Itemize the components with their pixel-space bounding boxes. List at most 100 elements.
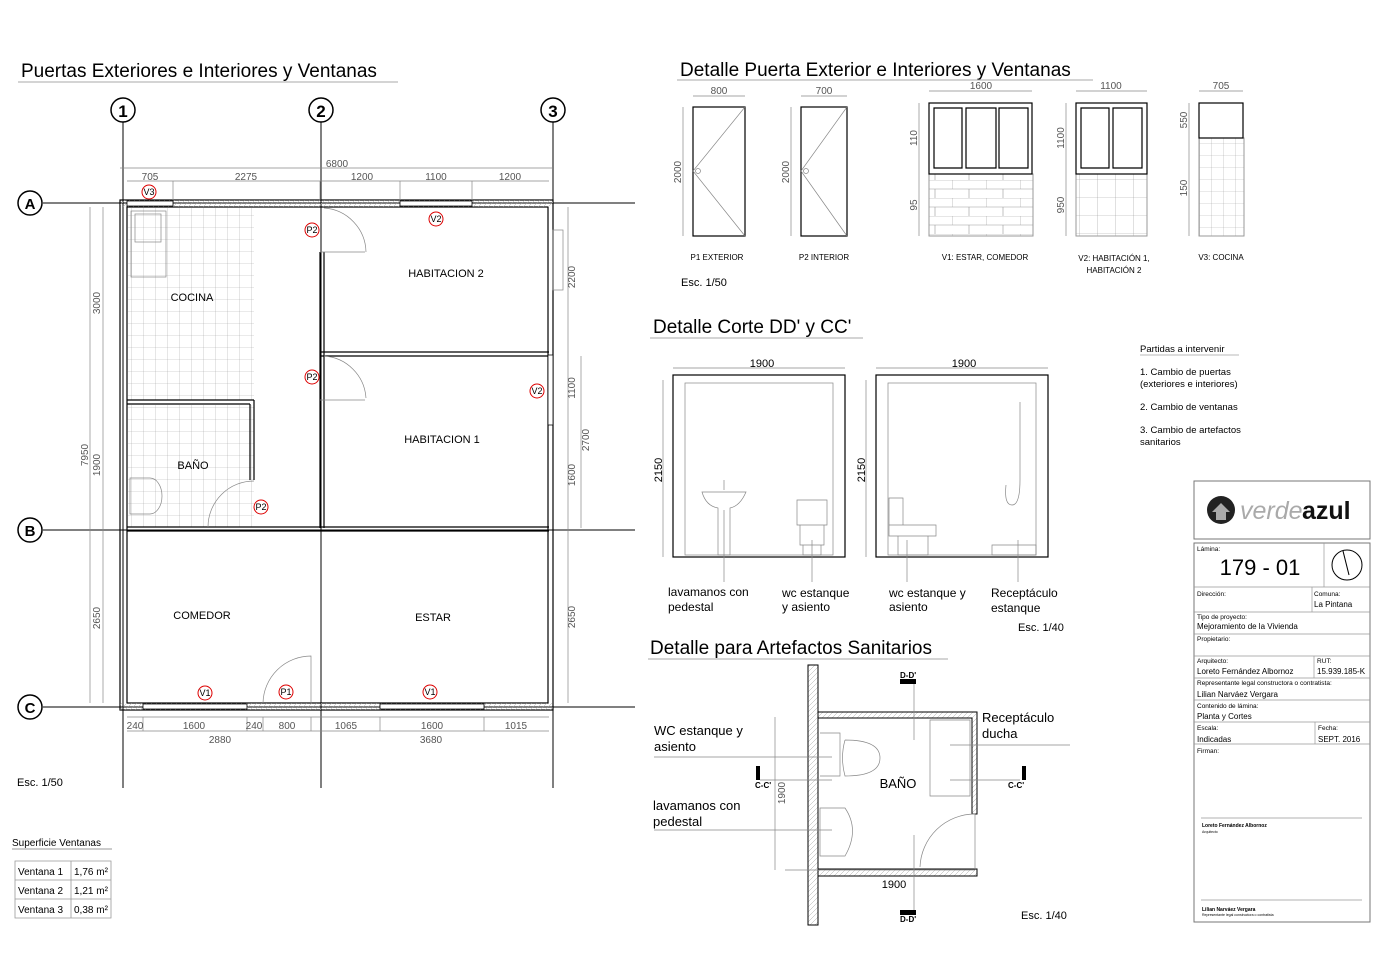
table-cell: 1,76 m² <box>74 867 109 878</box>
dim-right: 1600 <box>567 463 578 486</box>
dim-right: 2650 <box>567 605 578 628</box>
section-detail: Detalle Corte DD' y CC' 1900 1900 2150 2… <box>650 317 1064 634</box>
logo-text: verde <box>1240 497 1303 525</box>
dim-left: 7950 <box>80 443 91 466</box>
cut-label: D-D' <box>900 671 916 680</box>
sanitary-label: pedestal <box>653 814 702 829</box>
detail-height: 2000 <box>781 160 792 183</box>
room-label-bano: BAÑO <box>177 459 209 472</box>
tag: P2 <box>306 225 317 235</box>
sanitary-detail: Detalle para Artefactos Sanitarios D-D' … <box>648 638 1070 926</box>
partidas-line: sanitarios <box>1140 437 1181 448</box>
sanitary-room-label: BAÑO <box>880 776 917 791</box>
detail-width: 705 <box>1213 81 1230 92</box>
dim-bottom: 3680 <box>420 735 443 746</box>
room-label-cocina: COCINA <box>171 292 214 304</box>
tb-value: SEPT. 2016 <box>1318 735 1361 744</box>
tb-value: Lilian Narváez Vergara <box>1197 690 1278 699</box>
dim-bottom: 800 <box>279 721 296 732</box>
superficie-ventanas-table: Superficie Ventanas Ventana 1 1,76 m² Ve… <box>12 838 112 919</box>
section-label: estanque <box>991 601 1041 615</box>
dim-bottom: 1015 <box>505 721 528 732</box>
dim-top: 1200 <box>351 172 374 183</box>
tag: V1 <box>199 688 210 698</box>
sanitary-dim: 1900 <box>882 879 906 891</box>
tb-label: Contenido de lámina: <box>1197 703 1259 710</box>
grid-axes: 1 2 3 A B C <box>17 97 635 788</box>
detail-height: 2000 <box>673 160 684 183</box>
signature-role: Arquitecto <box>1202 830 1218 834</box>
room-label-estar: ESTAR <box>415 612 451 624</box>
axis-label: A <box>25 196 36 213</box>
tb-label: Escala: <box>1197 725 1219 732</box>
tb-label: Tipo de proyecto: <box>1197 614 1247 621</box>
table-cell: Ventana 2 <box>18 886 63 897</box>
dim-top: 2275 <box>235 172 258 183</box>
partidas-line: 2. Cambio de ventanas <box>1140 402 1238 413</box>
detail-height: 550 <box>1179 111 1190 128</box>
detail-width: 1600 <box>970 81 993 92</box>
room-label-habitacion-2: HABITACION 2 <box>408 268 484 280</box>
axis-label: C <box>25 700 36 717</box>
cut-label: C-C' <box>1008 781 1024 790</box>
tb-label: Comuna: <box>1314 591 1341 598</box>
detail-height: 95 <box>909 199 920 211</box>
table-cell: 1,21 m² <box>74 886 109 897</box>
floor-plan: Puertas Exteriores e Interiores y Ventan… <box>17 61 635 789</box>
dim-left: 3000 <box>92 291 103 314</box>
tb-label: Representante legal constructora o contr… <box>1197 680 1332 687</box>
section-label: wc estanque y <box>888 586 966 600</box>
dim-bottom: 1600 <box>183 721 206 732</box>
tag: P1 <box>280 687 291 697</box>
tb-value: Planta y Cortes <box>1197 712 1252 721</box>
logo-text: azul <box>1302 497 1351 525</box>
section-scale: Esc. 1/40 <box>1018 622 1064 634</box>
details-scale: Esc. 1/50 <box>681 277 727 289</box>
section-label: Receptáculo <box>991 586 1058 600</box>
sanitary-label: asiento <box>654 739 696 754</box>
sanitary-label: WC estanque y <box>654 723 743 738</box>
signature-name: Lilian Narváez Vergara <box>1202 907 1256 913</box>
dim-top: 1200 <box>499 172 522 183</box>
detail-width: 800 <box>711 86 728 97</box>
tb-label: Dirección: <box>1197 591 1226 598</box>
tb-label: Propietario: <box>1197 636 1230 643</box>
sanitary-label: lavamanos con <box>653 798 740 813</box>
table-cell: Ventana 1 <box>18 867 63 878</box>
dim-bottom: 2880 <box>209 735 232 746</box>
section-label: pedestal <box>668 600 713 614</box>
detail-height: 110 <box>909 130 920 146</box>
table-title: Superficie Ventanas <box>12 838 101 849</box>
plan-scale: Esc. 1/50 <box>17 777 63 789</box>
tag: P2 <box>306 372 317 382</box>
tb-label: RUT: <box>1317 658 1332 665</box>
section-label: lavamanos con <box>668 585 749 599</box>
dim-left: 1900 <box>92 453 103 476</box>
detail-label: HABITACIÓN 2 <box>1087 266 1143 275</box>
tb-value: Indicadas <box>1197 735 1231 744</box>
partidas-notes: Partidas a intervenir 1. Cambio de puert… <box>1140 344 1241 448</box>
section-width: 1900 <box>952 358 976 370</box>
verdeazul-logo-icon <box>1207 496 1235 524</box>
sanitary-dim: 1900 <box>777 781 788 804</box>
cut-label: C-C' <box>755 781 771 790</box>
dim-bottom: 1600 <box>421 721 444 732</box>
axis-label: 3 <box>548 102 557 121</box>
element-tags <box>141 184 545 701</box>
section-label: y asiento <box>782 600 830 614</box>
dim-right: 2700 <box>581 428 592 451</box>
dim-right: 2200 <box>567 265 578 288</box>
detail-height: 950 <box>1056 196 1067 213</box>
section-height: 2150 <box>653 458 665 482</box>
section-label: asiento <box>889 600 928 614</box>
section-height: 2150 <box>856 458 868 482</box>
dim-bottom: 1065 <box>335 721 358 732</box>
detail-width: 700 <box>816 86 833 97</box>
tb-label: Arquitecto: <box>1197 658 1228 665</box>
detail-height: 150 <box>1179 179 1190 196</box>
room-label-habitacion-1: HABITACION 1 <box>404 434 480 446</box>
partidas-title: Partidas a intervenir <box>1140 344 1224 355</box>
detail-width: 1100 <box>1100 81 1122 92</box>
signature-role: Representante legal constructora o contr… <box>1202 913 1274 917</box>
